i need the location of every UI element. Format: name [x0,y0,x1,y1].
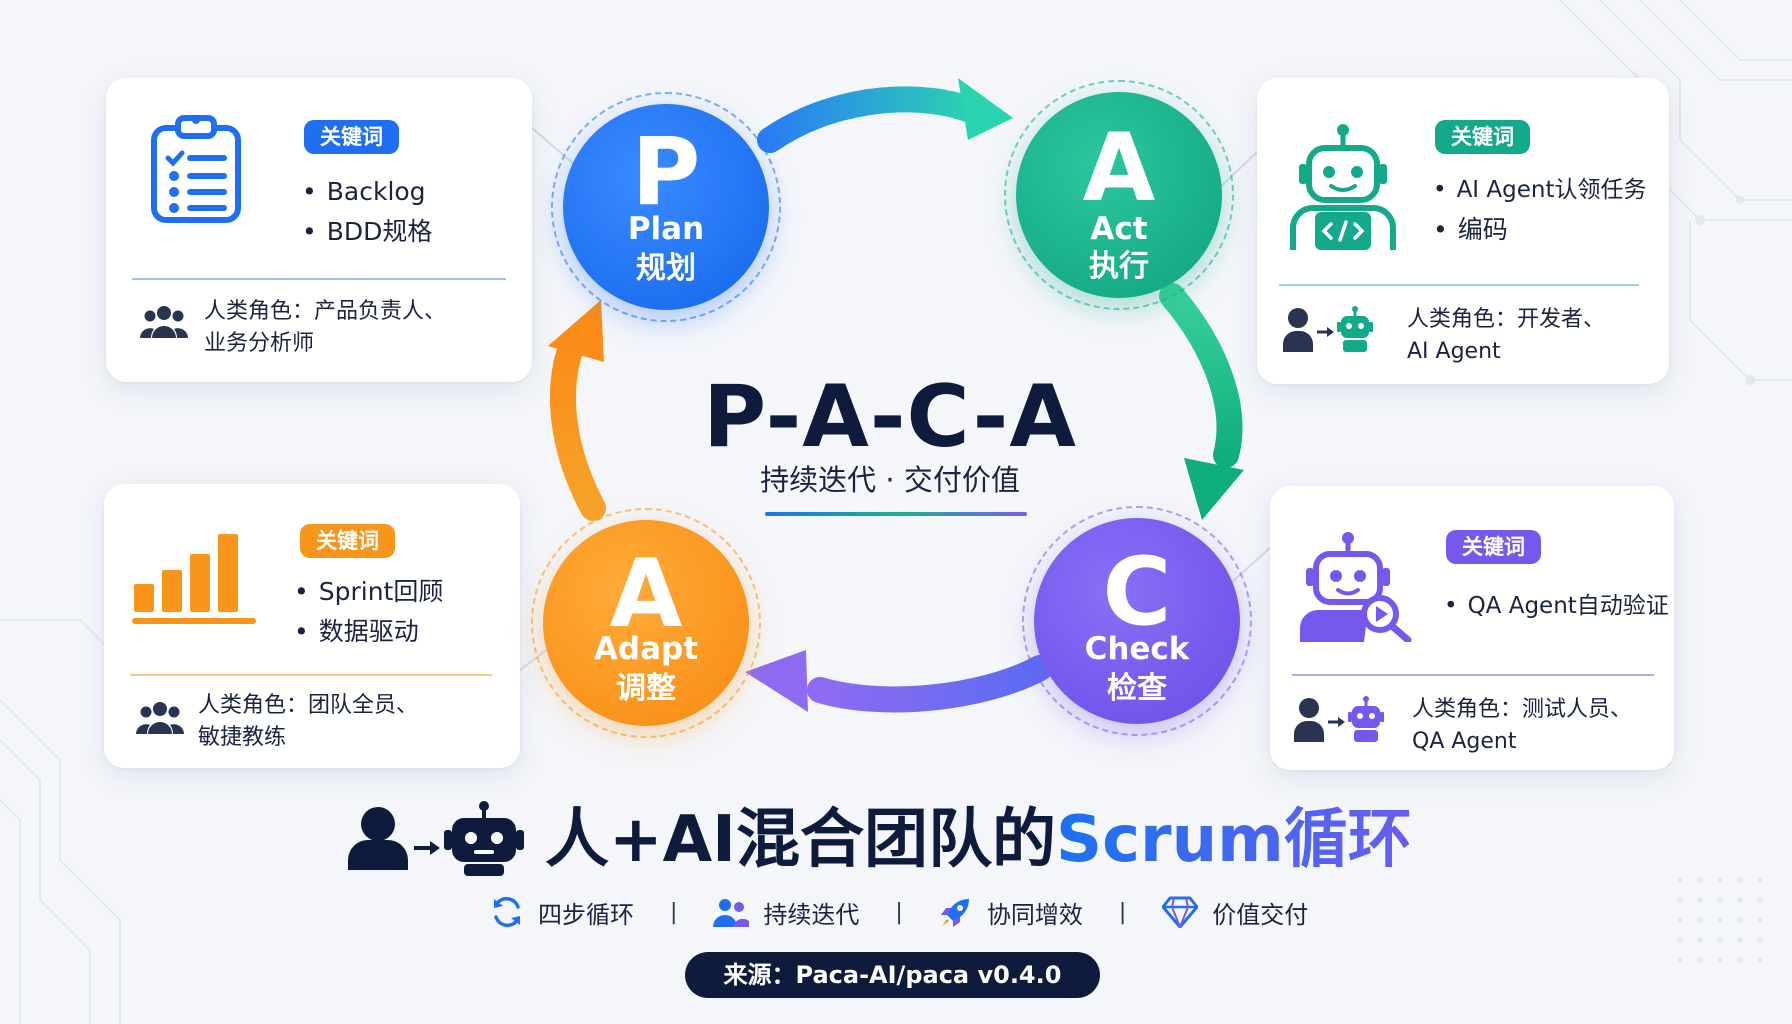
act-keyword-item: AI Agent认领任务 [1433,170,1647,210]
cycle-subtitle: 持续迭代 · 交付价值 [760,463,1020,497]
adapt-keyword-item: 数据驱动 [294,612,443,652]
act-keyword-item: 编码 [1433,210,1647,250]
cycle-subtitle-underline [765,512,1027,516]
phase-plan-circle: P Plan 规划 [551,92,781,322]
adapt-card-divider [130,674,492,676]
headline-accent: Scrum循环 [1055,803,1412,877]
phase-check-circle: C Check 检查 [1022,506,1252,736]
plan-role-line2: 业务分析师 [204,331,315,356]
human-to-ai-icon [1294,696,1384,742]
phase-act-en: Act [1090,211,1148,247]
plan-keyword-item: Backlog [302,172,432,212]
act-role-line2: AI Agent [1407,339,1501,364]
headline: 人+AI混合团队的Scrum循环 [340,800,1460,880]
team-icon [140,306,188,338]
feature-item: 价值交付 [1162,895,1308,930]
act-card-divider [1279,284,1639,286]
clipboard-icon [151,115,241,223]
adapt-role-line2: 敏捷教练 [198,725,287,750]
act-card: 关键词 AI Agent认领任务 编码 人类角色：开发者、 AI Agent [1257,78,1669,384]
phase-act-zh: 执行 [1089,249,1149,284]
phase-act-circle: A Act 执行 [1004,80,1234,310]
act-role-line1: 人类角色：开发者、 [1407,307,1606,332]
arrow-plan-to-act-head [958,78,1013,140]
bar-chart-icon [132,534,256,624]
phase-plan-letter: P [631,118,701,227]
plan-role-line1: 人类角色：产品负责人、 [204,299,447,324]
phase-plan-en: Plan [627,211,705,247]
arrow-act-to-check [1159,283,1243,468]
feature-label: 协同增效 [986,900,1083,929]
phase-plan-zh: 规划 [636,251,696,286]
check-card-divider [1292,674,1654,676]
adapt-card: 关键词 Sprint回顾 数据驱动 人类角色：团队全员、 敏捷教练 [104,484,520,768]
phase-check-zh: 检查 [1107,671,1167,706]
feature-label: 持续迭代 [763,900,860,929]
headline-main: 人+AI混合团队的 [545,803,1056,877]
feature-label: 四步循环 [538,900,634,929]
phase-adapt-letter: A [609,540,683,649]
arrow-plan-to-act [757,86,988,153]
team-icon [136,702,184,734]
cycle-icon [494,896,520,928]
check-keyword-badge: 关键词 [1446,530,1541,564]
act-keyword-list: AI Agent认领任务 编码 [1433,170,1647,250]
features-row: 四步循环 | 持续迭代 | 协同增效 | 价值交付 [490,892,1350,932]
check-keyword-item: QA Agent自动验证 [1444,586,1669,626]
headline-text: 人+AI混合团队的Scrum循环 [545,800,1412,880]
diamond-icon [1162,896,1199,928]
human-to-ai-icon [348,801,524,876]
adapt-role-line1: 人类角色：团队全员、 [198,693,419,718]
feature-item: 四步循环 [490,895,634,930]
arrow-adapt-to-plan [549,332,606,521]
feature-separator: | [670,899,678,925]
feature-item: 协同增效 [939,895,1083,930]
phase-check-en: Check [1084,631,1190,667]
adapt-keyword-list: Sprint回顾 数据驱动 [294,572,444,652]
feature-label: 价值交付 [1212,900,1309,929]
act-keyword-badge: 关键词 [1435,120,1530,154]
arrow-adapt-to-plan-head [548,300,604,362]
plan-card-divider [132,278,506,280]
check-role-line1: 人类角色：测试人员、 [1412,697,1633,722]
plan-card: 关键词 Backlog BDD规格 人类角色：产品负责人、 业务分析师 [106,78,532,382]
check-card: 关键词 QA Agent自动验证 人类角色：测试人员、 QA Agent [1270,486,1674,770]
phase-adapt-zh: 调整 [616,671,676,706]
plan-keyword-list: Backlog BDD规格 [302,172,433,252]
phase-act-letter: A [1082,114,1156,223]
plan-keyword-item: BDD规格 [302,212,433,252]
adapt-keyword-badge: 关键词 [300,524,395,558]
check-role-line2: QA Agent [1412,729,1517,754]
phase-check-letter: C [1102,538,1172,647]
human-to-ai-icon [1283,306,1373,352]
phase-adapt-circle: A Adapt 调整 [531,508,761,738]
arrow-check-to-adapt-head [745,650,808,712]
phase-adapt-en: Adapt [593,631,699,667]
arrow-check-to-adapt [807,655,1053,713]
team-icon [713,899,750,927]
rocket-icon [940,899,969,927]
source-badge: 来源：Paca-AI/paca v0.4.0 [685,952,1100,998]
feature-separator: | [1118,899,1127,925]
adapt-keyword-item: Sprint回顾 [294,572,444,612]
plan-keyword-badge: 关键词 [304,120,399,154]
feature-separator: | [895,899,903,925]
check-keyword-list: QA Agent自动验证 [1444,586,1669,626]
arrow-act-to-check-head [1184,458,1244,520]
robot-coder-icon [1290,124,1396,250]
cycle-title: P-A-C-A [703,367,1077,467]
robot-inspect-icon [1300,532,1412,642]
feature-item: 持续迭代 [713,895,859,930]
